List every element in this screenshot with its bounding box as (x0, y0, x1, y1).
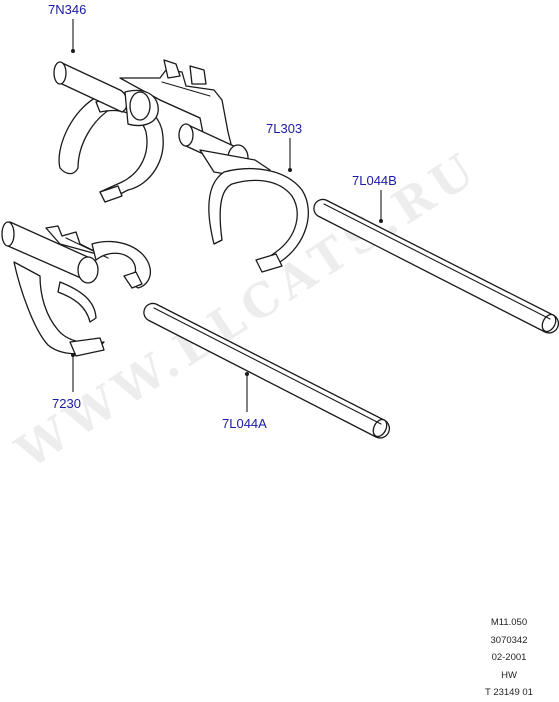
reference-info: M11.050 3070342 02-2001 HW T 23149 01 (469, 614, 549, 702)
leader-dot-7N346 (71, 49, 75, 53)
reference-line-4: HW (501, 669, 517, 681)
fork-7L303 (178, 123, 309, 273)
fork-7230 (1, 221, 152, 357)
reference-line-5: T 23149 01 (485, 687, 533, 698)
leader-dot-7L303 (288, 168, 292, 172)
rod-7L044A (143, 302, 391, 439)
part-label-7L044B[interactable]: 7L044B (352, 173, 397, 188)
part-label-7L303[interactable]: 7L303 (266, 121, 302, 136)
leader-dot-7L044B (379, 219, 383, 223)
fork-7N346 (53, 59, 233, 203)
part-label-7N346[interactable]: 7N346 (48, 2, 86, 17)
reference-line-2: 3070342 (490, 634, 528, 646)
leader-dot-7L044A (245, 372, 249, 376)
part-label-7L044A[interactable]: 7L044A (222, 416, 267, 431)
reference-line-1: M11.050 (490, 617, 528, 628)
leader-dot-7230 (71, 353, 75, 357)
reference-line-3: 02-2001 (491, 652, 527, 663)
part-label-7230[interactable]: 7230 (52, 396, 81, 411)
rod-7L044B (313, 198, 559, 334)
